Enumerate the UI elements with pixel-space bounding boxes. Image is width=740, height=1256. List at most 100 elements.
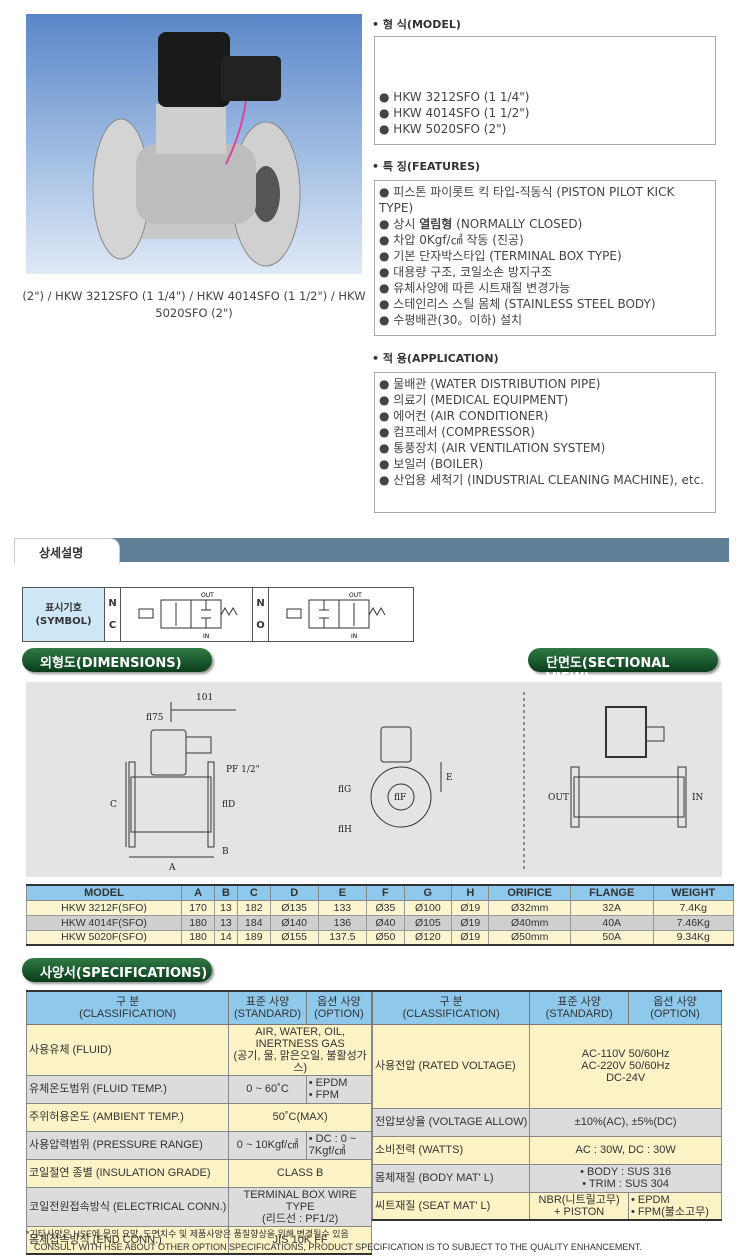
bullet-icon: ●	[379, 106, 394, 120]
spec-row: 사용전압 (RATED VOLTAGE)AC-110V 50/60Hz AC-2…	[371, 1023, 722, 1109]
column-header: 표준 사양 (STANDARD)	[228, 990, 307, 1025]
dim-label: ﬂH	[338, 825, 352, 835]
out-label: OUT	[548, 793, 569, 803]
bullet-icon: ●	[379, 233, 394, 247]
bullet-icon: ●	[379, 425, 394, 439]
table-cell: 184	[236, 914, 271, 931]
features-item: ● 수평배관(30。이하) 설치	[379, 313, 523, 327]
spec-row: 몸체접속방식 (END CONN.)JIS 10K FF	[25, 1225, 372, 1255]
column-header: 옵션 사양 (OPTION)	[627, 990, 723, 1025]
table-cell: HKW 4014F(SFO)	[26, 914, 182, 931]
spec-table-right: 구 분 (CLASSIFICATION)표준 사양 (STANDARD)옵션 사…	[371, 990, 723, 1221]
features-item: ● 차압 0Kgf/㎠ 작동 (진공)	[379, 233, 524, 247]
no-symbol: OUT IN	[269, 588, 395, 641]
spec-cell: CLASS B	[228, 1158, 372, 1188]
bullet-icon: ●	[379, 281, 394, 295]
bullet-icon: ●	[379, 122, 394, 136]
spec-table-left: 구 분 (CLASSIFICATION)표준 사양 (STANDARD)옵션 사…	[25, 990, 373, 1255]
nc-out: OUT	[201, 592, 214, 599]
spec-row: 사용압력범위 (PRESSURE RANGE)0 ~ 10Kgf/㎠• DC :…	[25, 1130, 373, 1160]
footnote-ko: *기타사양은 HSE에 문의 요망, 도면치수 및 제품사양은 품질향상을 위해…	[26, 1229, 349, 1239]
table-cell: 133	[317, 899, 368, 916]
sectional-view-heading: 단면도(SECTIONAL VIEW)	[528, 648, 718, 686]
spec-cell: AIR, WATER, OIL, INERTNESS GAS (공기, 물, 맑…	[228, 1023, 372, 1076]
bullet-icon: ●	[379, 313, 394, 327]
features-box: ● 피스톤 파이롯트 킥 타입-직동식 (PISTON PILOT KICK T…	[374, 180, 716, 336]
dimensions-heading: 외형도(DIMENSIONS)	[22, 648, 212, 672]
product-photo	[26, 14, 362, 274]
column-header: MODEL	[26, 884, 182, 901]
spec-row: 전압보상율 (VOLTAGE ALLOW)±10%(AC), ±5%(DC)	[371, 1107, 722, 1137]
spec-row: 코일절연 종별 (INSULATION GRADE)CLASS B	[25, 1158, 372, 1188]
table-cell: 7.46Kg	[652, 914, 735, 931]
symbol-label: 표시기호	[45, 602, 82, 614]
tab-detail[interactable]: 상세설명	[14, 538, 120, 564]
table-cell: 180	[180, 929, 216, 946]
features-item: ● 유체사양에 따른 시트재질 변경가능	[379, 281, 571, 295]
spec-cell: AC-110V 50/60Hz AC-220V 50/60Hz DC-24V	[529, 1023, 722, 1109]
table-cell: 14	[214, 929, 238, 946]
spec-cell: 0 ~ 10Kgf/㎠	[228, 1130, 307, 1160]
bullet-icon: ●	[379, 265, 394, 279]
column-header: FLANGE	[569, 884, 654, 901]
dim-label: C	[110, 800, 117, 810]
spec-cell: TERMINAL BOX WIRE TYPE (리드선 : PF1/2)	[228, 1186, 372, 1227]
table-cell: Ø100	[403, 899, 453, 916]
features-item: ● 스테인리스 스틸 몸체 (STAINLESS STEEL BODY)	[379, 297, 656, 311]
table-cell: 182	[236, 899, 271, 916]
dim-label: B	[222, 847, 229, 857]
bullet-icon: ●	[379, 185, 394, 199]
no-in: IN	[351, 633, 357, 640]
application-item: ● 컴프레서 (COMPRESSOR)	[379, 425, 535, 439]
table-cell: Ø50	[366, 929, 405, 946]
spec-row: 소비전력 (WATTS)AC : 30W, DC : 30W	[371, 1135, 722, 1165]
no-out: OUT	[349, 592, 362, 599]
spec-cell: 몸체재질 (BODY MAT' L)	[371, 1163, 531, 1193]
bullet-icon: ●	[379, 473, 394, 487]
table-cell: HKW 3212F(SFO)	[26, 899, 182, 916]
spec-cell: JIS 10K FF	[228, 1225, 372, 1255]
spec-cell: 사용압력범위 (PRESSURE RANGE)	[25, 1130, 230, 1160]
spec-cell: 전압보상율 (VOLTAGE ALLOW)	[371, 1107, 531, 1137]
table-cell: 180	[180, 914, 216, 931]
table-cell: 32A	[569, 899, 654, 916]
table-cell: 170	[180, 899, 216, 916]
model-heading: • 형 식(MODEL)	[372, 18, 461, 31]
table-cell: 189	[236, 929, 271, 946]
application-box: ● 물배관 (WATER DISTRIBUTION PIPE)● 의료기 (ME…	[374, 372, 716, 513]
nc-in: IN	[203, 633, 209, 640]
table-cell: Ø135	[269, 899, 319, 916]
table-cell: 50A	[569, 929, 654, 946]
spec-row: 사용유체 (FLUID)AIR, WATER, OIL, INERTNESS G…	[25, 1023, 372, 1076]
model-box: ● HKW 3212SFO (1 1/4")● HKW 4014SFO (1 1…	[374, 36, 716, 145]
spec-row: 코일전원접속방식 (ELECTRICAL CONN.)TERMINAL BOX …	[25, 1186, 372, 1227]
spec-cell: 코일절연 종별 (INSULATION GRADE)	[25, 1158, 230, 1188]
bullet-icon: ●	[379, 393, 394, 407]
dim-label: E	[446, 773, 453, 783]
application-item: ● 의료기 (MEDICAL EQUIPMENT)	[379, 393, 569, 407]
table-cell: Ø40mm	[488, 914, 571, 931]
table-cell: Ø19	[451, 914, 490, 931]
spec-cell: NBR(니트릴고무) + PISTON	[529, 1191, 629, 1221]
bullet-icon: ●	[379, 409, 394, 423]
features-item: ● 피스톤 파이롯트 킥 타입-직동식 (PISTON PILOT KICK T…	[379, 185, 675, 215]
column-header: B	[214, 884, 238, 901]
table-cell: Ø32mm	[488, 899, 571, 916]
column-header: E	[317, 884, 368, 901]
model-item: ● HKW 5020SFO (2")	[379, 122, 507, 136]
bullet-icon: ●	[379, 377, 394, 391]
column-header: 표준 사양 (STANDARD)	[529, 990, 629, 1025]
column-header: ORIFICE	[488, 884, 571, 901]
spec-cell: 씨트재질 (SEAT MAT' L)	[371, 1191, 531, 1221]
dim-label: ﬂF	[394, 793, 406, 803]
column-header: G	[403, 884, 453, 901]
spec-cell: 유체온도범위 (FLUID TEMP.)	[25, 1074, 230, 1104]
symbol-label-en: (SYMBOL)	[35, 615, 92, 627]
nc-label: N C	[105, 588, 121, 641]
bullet-icon: ●	[379, 441, 394, 455]
spec-row: 씨트재질 (SEAT MAT' L)NBR(니트릴고무) + PISTON• E…	[371, 1191, 723, 1221]
bullet-icon: ●	[379, 297, 394, 311]
